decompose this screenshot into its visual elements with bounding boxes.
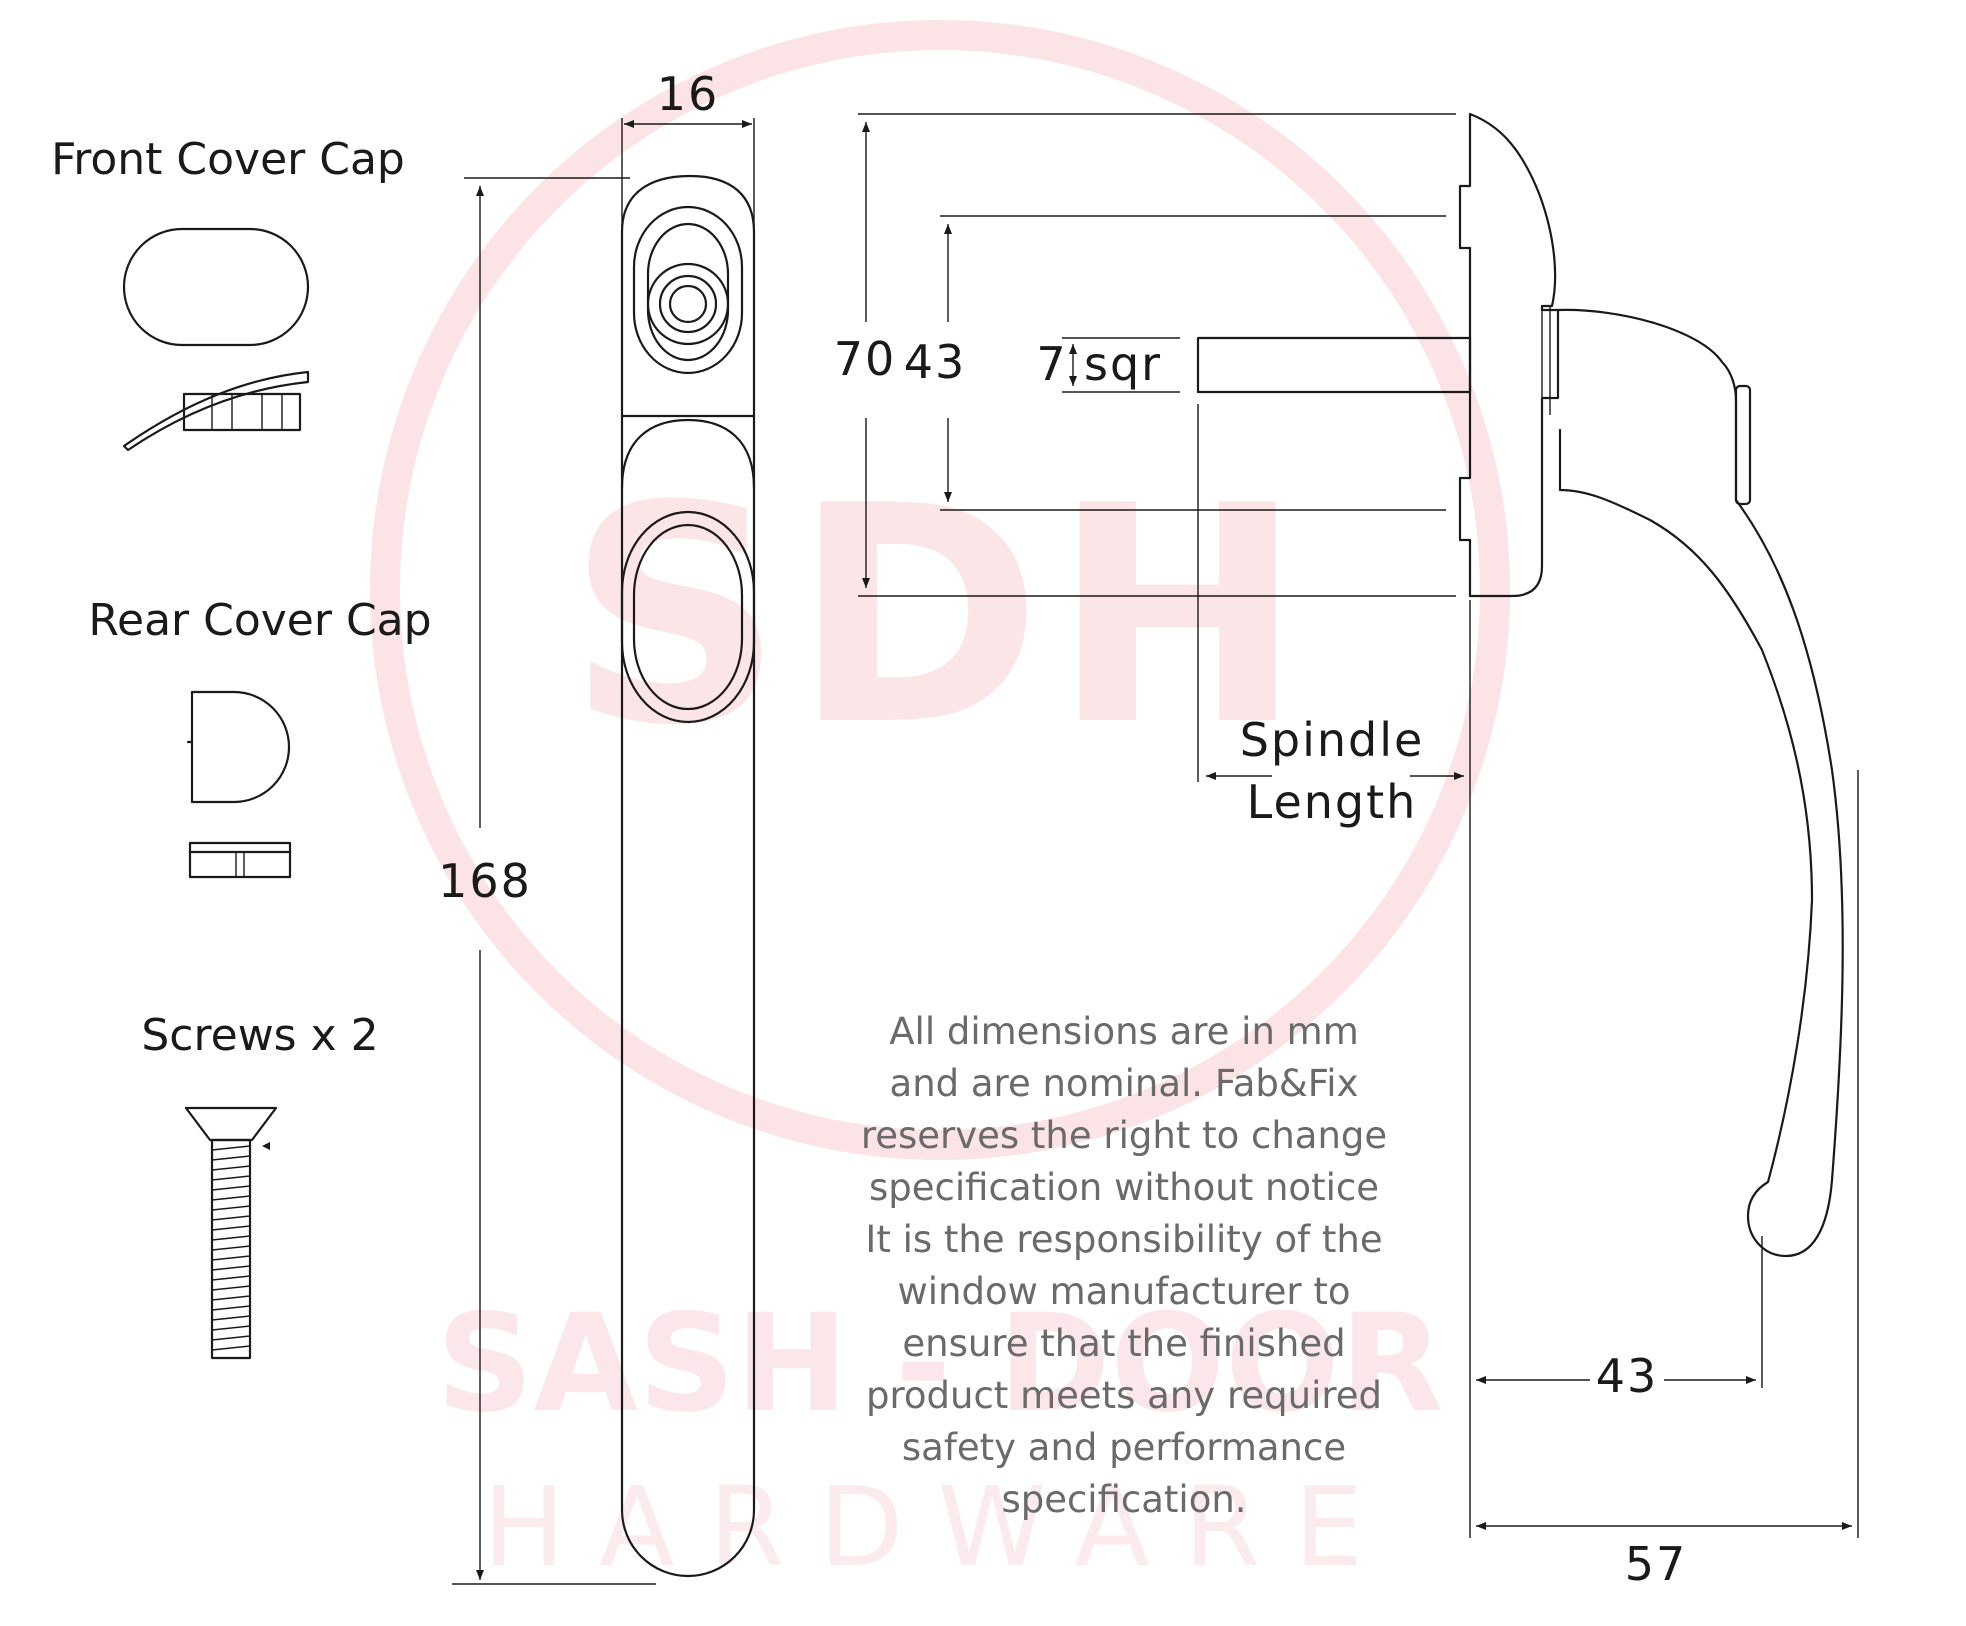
watermark-line1: SASH - DOOR [436,1285,1444,1442]
spindle-size-unit: sqr [1084,337,1162,391]
note-line: product meets any required [866,1374,1382,1417]
screw-drawing [184,1106,278,1360]
handle-front-view [620,174,756,1578]
projection-57-label: 57 [1625,1537,1688,1591]
spindle-size-number: 7 [1036,337,1067,391]
note-line: and are nominal. Fab&Fix [890,1062,1359,1105]
note-line: It is the responsibility of the [865,1218,1382,1261]
handle-side-view [1196,112,1844,1258]
screws-label: Screws x 2 [141,1010,378,1061]
note-line: specification without notice [869,1166,1379,1209]
dimension-height-label: 168 [438,854,532,908]
watermark-ring [370,20,1510,1160]
note-line: safety and performance [902,1426,1346,1469]
side-view-dimension-lines [858,113,1859,1538]
dimension-width-16: 16 [621,67,755,232]
watermark-line2: HARDWARE [482,1463,1397,1591]
spindle-length-line1: Spindle [1240,713,1425,767]
dimension-height-168: 168 [438,177,656,1585]
note-line: All dimensions are in mm [889,1010,1359,1053]
watermark-logo: SDH [567,442,1313,791]
spindle-length-line2: Length [1247,775,1418,829]
watermark: SDH SASH - DOOR HARDWARE [370,20,1510,1591]
rear-cover-cap-label: Rear Cover Cap [88,595,431,646]
note-line: reserves the right to change [861,1114,1387,1157]
front-cover-cap-drawing [122,227,310,452]
front-cover-cap-label: Front Cover Cap [51,134,405,185]
note-line: specification. [1001,1478,1246,1521]
dimension-70-label: 70 [834,332,897,386]
dimension-43-label: 43 [904,335,967,389]
disclaimer-note: All dimensions are in mm and are nominal… [861,1010,1387,1521]
rear-cover-cap-drawing [186,690,292,879]
note-line: ensure that the finished [902,1322,1345,1365]
projection-43-label: 43 [1596,1349,1659,1403]
dimension-width-label: 16 [657,67,720,121]
note-line: window manufacturer to [897,1270,1350,1313]
